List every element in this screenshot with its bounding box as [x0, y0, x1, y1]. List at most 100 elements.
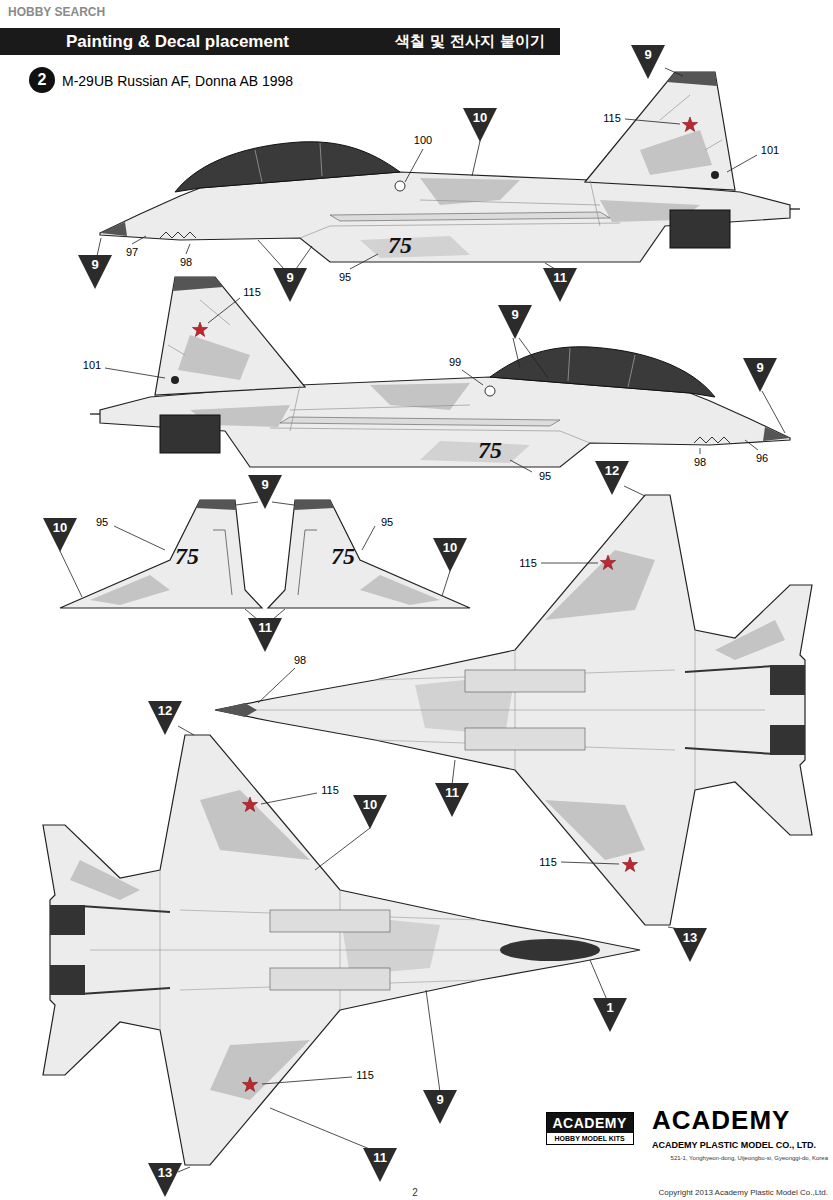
color-callout: 9 — [78, 255, 112, 289]
color-callout: 10 — [353, 795, 387, 829]
leader-line — [541, 563, 598, 564]
decal-number: 115 — [539, 856, 557, 869]
top-planform — [43, 735, 640, 1165]
circle-outline — [29, 67, 55, 93]
title-band — [0, 28, 560, 55]
triangle-outline — [543, 268, 577, 302]
triangle-outline — [43, 518, 77, 552]
leader-line — [261, 793, 317, 804]
triangle-outline — [148, 1163, 182, 1197]
callout-number: 13 — [148, 1163, 182, 1180]
leader-line — [60, 551, 82, 597]
company-name: ACADEMY PLASTIC MODEL CO., LTD. — [652, 1140, 816, 1150]
company-address: 521-1, Yonghyeon-dong, Uijeongbu-si, Gye… — [671, 1155, 828, 1161]
scheme-caption: M-29UB Russian AF, Donna AB 1998 — [62, 73, 293, 89]
triangle-outline — [273, 268, 307, 302]
triangle-outline — [435, 783, 469, 817]
leader-line — [624, 486, 645, 496]
triangle-outline — [593, 998, 627, 1032]
leader-line — [350, 254, 378, 269]
canopy — [500, 939, 600, 961]
leader-line — [665, 68, 683, 76]
decal-number: 115 — [356, 1069, 374, 1082]
leader-line — [105, 368, 165, 378]
decal-number: 101 — [83, 359, 101, 372]
color-callout: 12 — [595, 461, 629, 495]
triangle-outline — [78, 255, 112, 289]
leader-line — [272, 502, 294, 505]
color-callout: 11 — [363, 1148, 397, 1182]
leader-line — [405, 149, 423, 182]
callout-number: 11 — [435, 783, 469, 800]
color-callout: 9 — [631, 45, 665, 79]
decal-number: 96 — [756, 452, 768, 465]
leader-line — [426, 990, 440, 1092]
triangle-outline — [248, 618, 282, 652]
triangle-outline — [631, 45, 665, 79]
leader-line — [262, 1077, 352, 1084]
color-callout: 10 — [463, 108, 497, 142]
leader-line — [236, 502, 258, 505]
star-insignia — [242, 1077, 257, 1091]
callout-number: 13 — [673, 928, 707, 945]
leader-line — [258, 668, 295, 703]
callout-number: 11 — [543, 268, 577, 285]
leader-line — [270, 1108, 372, 1150]
leader-line — [590, 960, 607, 1000]
callout-number: 10 — [463, 108, 497, 125]
triangle-outline — [423, 1090, 457, 1124]
star-insignia — [242, 797, 257, 811]
leader-line — [178, 1167, 190, 1172]
callout-number: 1 — [593, 998, 627, 1015]
leader-line — [700, 448, 701, 454]
callout-number: 12 — [595, 461, 629, 478]
decal-number: 115 — [243, 286, 261, 299]
decal-number: 97 — [126, 246, 138, 259]
brand-logo: ACADEMYHOBBY MODEL KITS — [546, 1112, 634, 1145]
callout-number: 9 — [78, 255, 112, 272]
callout-number: 9 — [631, 45, 665, 62]
nose-marking — [215, 703, 257, 717]
top-view — [43, 735, 640, 1165]
side-view-right — [90, 277, 790, 467]
leader-line — [462, 370, 483, 385]
leader-line — [472, 141, 480, 176]
side-view-left — [100, 72, 800, 262]
triangle-outline — [363, 1148, 397, 1182]
triangle-outline — [148, 701, 182, 735]
color-callout: 13 — [673, 928, 707, 962]
decal-number: 95 — [339, 271, 351, 284]
decal-marking: 75 — [478, 438, 502, 462]
leader-line — [178, 726, 194, 735]
decal-marking: 75 — [175, 544, 199, 568]
leader-line — [452, 760, 455, 785]
decal-number: 115 — [603, 112, 621, 125]
leader-line — [727, 155, 757, 172]
leader-line — [513, 338, 520, 368]
color-callout: 9 — [743, 358, 777, 392]
decal-number: 99 — [449, 356, 461, 369]
color-callout: 11 — [248, 618, 282, 652]
callout-number: 9 — [498, 305, 532, 322]
triangle-outline — [248, 475, 282, 509]
color-callout: 11 — [543, 268, 577, 302]
decal-number: 115 — [321, 784, 339, 797]
section-title-korean: 색칠 및 전사지 붙이기 — [395, 32, 546, 51]
watermark: HOBBY SEARCH — [8, 5, 105, 19]
leader-line — [561, 862, 619, 864]
brand-name: ACADEMY — [547, 1113, 633, 1133]
leader-line — [519, 338, 548, 378]
decal-number: 95 — [96, 516, 108, 529]
callout-number: 11 — [363, 1148, 397, 1165]
color-callout: 9 — [498, 305, 532, 339]
leader-line — [625, 119, 680, 124]
color-callout: 13 — [148, 1163, 182, 1197]
callout-number: 12 — [148, 701, 182, 718]
section-title: Painting & Decal placement — [66, 31, 289, 52]
triangle-outline — [463, 108, 497, 142]
color-callout: 12 — [148, 701, 182, 735]
callout-number: 10 — [353, 795, 387, 812]
triangle-outline — [743, 358, 777, 392]
callout-number: 2 — [29, 67, 55, 93]
